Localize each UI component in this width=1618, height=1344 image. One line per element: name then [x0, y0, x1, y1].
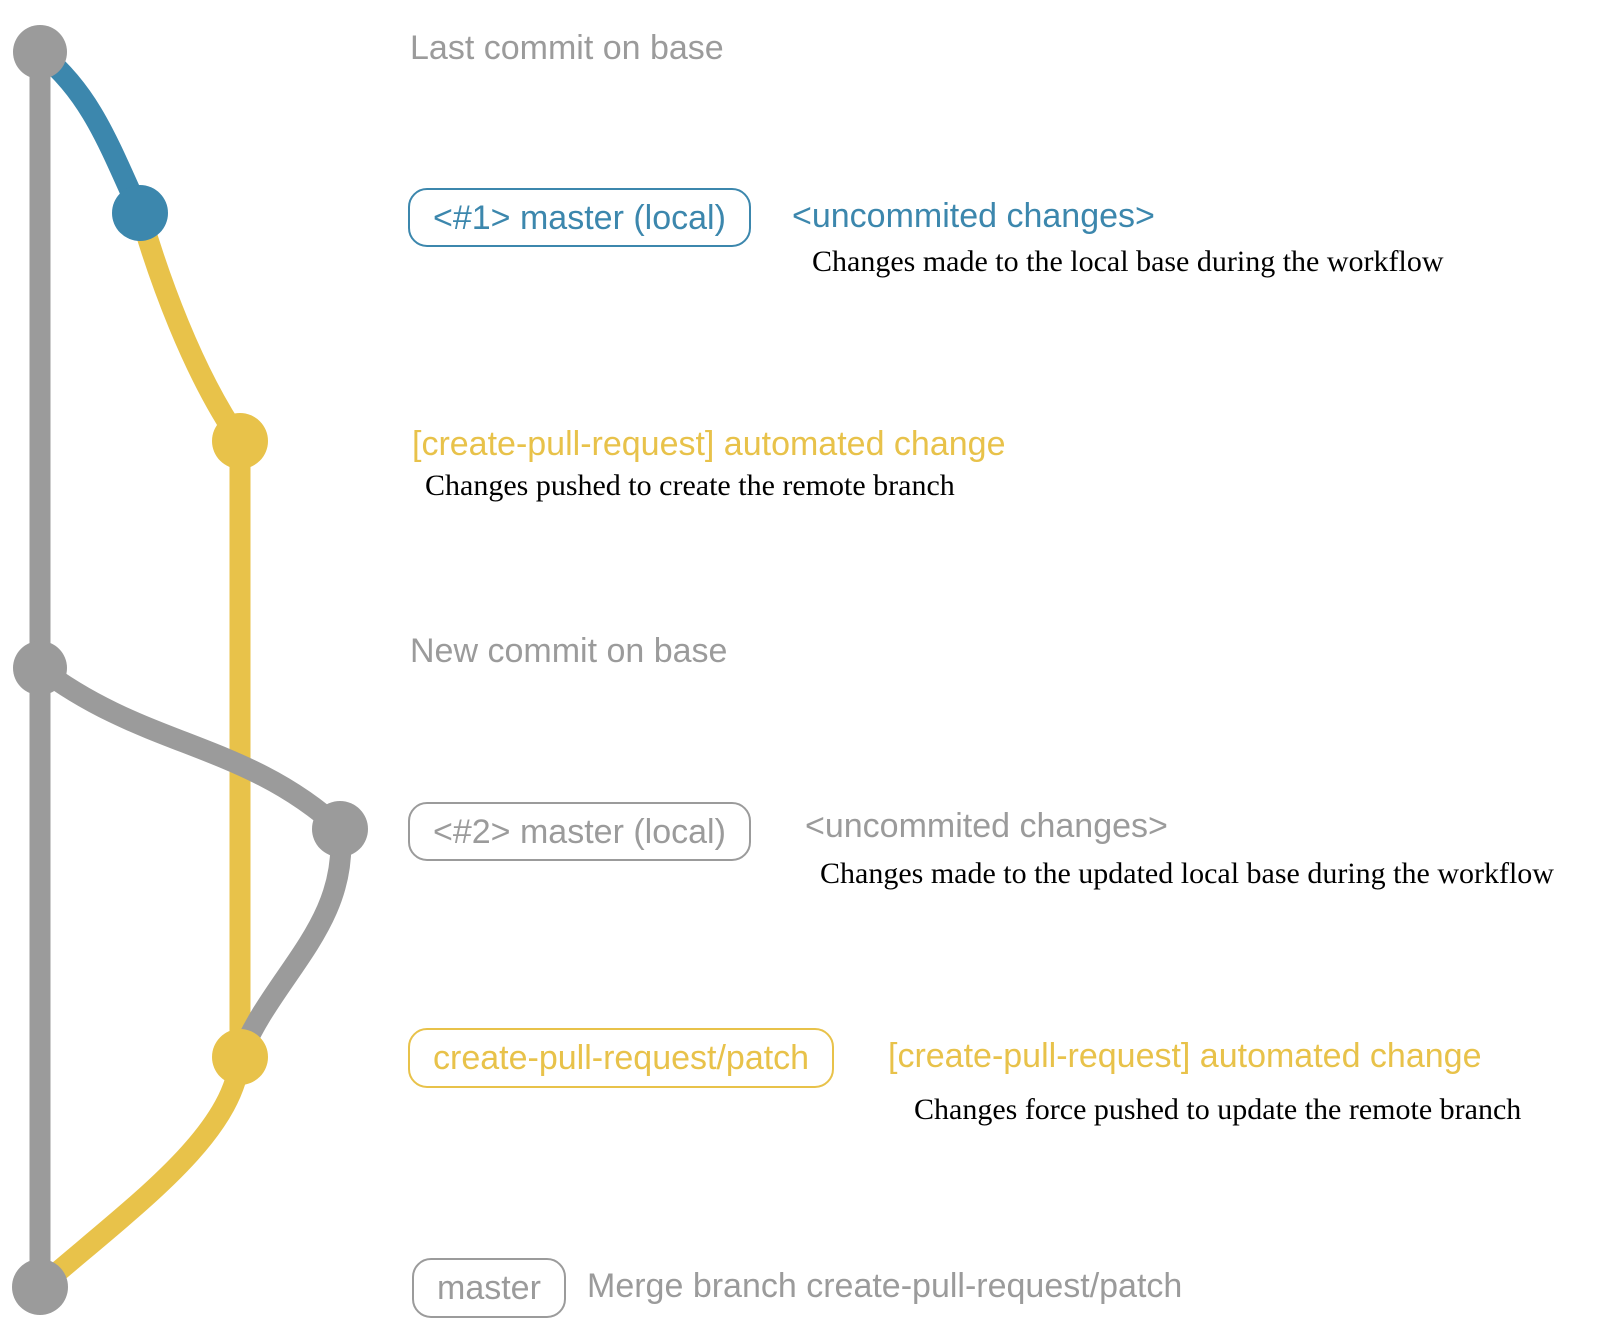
- commit-dot-merge: [12, 1259, 68, 1315]
- commit-dot-new-base: [13, 641, 67, 695]
- badge-master: master: [412, 1258, 566, 1318]
- badge-create-pull-request-patch-label: create-pull-request/patch: [433, 1039, 810, 1077]
- annotation-new-commit: New commit on base: [410, 632, 728, 670]
- commit-dot-local-1: [112, 185, 168, 241]
- local-commit-1-curve: [33, 44, 150, 218]
- description-local-commit-2: Changes made to the updated local base d…: [820, 857, 1554, 890]
- commit-dot-local-2: [312, 801, 368, 857]
- description-push-2: Changes force pushed to update the remot…: [914, 1093, 1522, 1126]
- label-uncommitted-changes-2: <uncommited changes>: [805, 807, 1168, 845]
- label-uncommitted-changes-1: <uncommited changes>: [792, 197, 1155, 235]
- commit-dot-last-base: [13, 25, 67, 79]
- local-commit-2-out-curve: [33, 659, 348, 837]
- label-merge-message: Merge branch create-pull-request/patch: [587, 1267, 1183, 1305]
- badge-master-local-2-label: <#2> master (local): [433, 812, 726, 851]
- badge-master-local-2: <#2> master (local): [408, 802, 751, 861]
- badge-master-local-1-label: <#1> master (local): [433, 198, 726, 237]
- remote-branch-out-curve: [129, 210, 249, 447]
- commit-dot-remote-2: [212, 1029, 268, 1085]
- label-automated-change-1: [create-pull-request] automated change: [412, 425, 1006, 463]
- badge-master-label: master: [437, 1269, 541, 1307]
- badge-create-pull-request-patch: create-pull-request/patch: [408, 1028, 835, 1088]
- description-local-commit-1: Changes made to the local base during th…: [812, 245, 1444, 278]
- remote-branch-merge-curve: [33, 1055, 251, 1295]
- local-commit-2-in-curve: [230, 827, 352, 1061]
- commit-dot-remote-1: [212, 413, 268, 469]
- badge-master-local-1: <#1> master (local): [408, 188, 751, 247]
- label-automated-change-2: [create-pull-request] automated change: [888, 1037, 1482, 1075]
- description-push-1: Changes pushed to create the remote bran…: [425, 469, 955, 502]
- annotation-last-commit: Last commit on base: [410, 29, 724, 67]
